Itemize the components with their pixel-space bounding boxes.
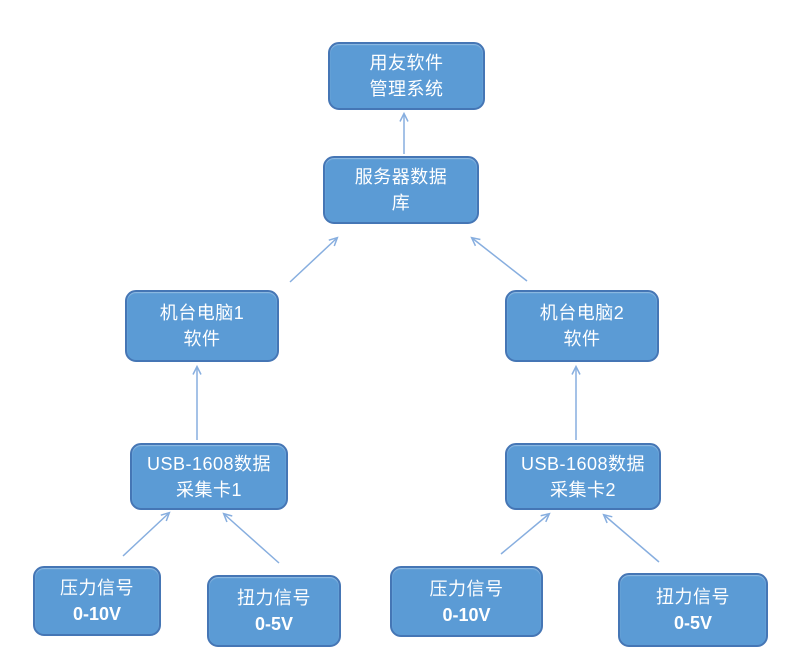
node-daq-card1: USB-1608数据采集卡1 [130, 443, 288, 510]
node-label-line: 压力信号 [429, 578, 504, 599]
arrow-pressure-signal1-to-daq-card1 [122, 511, 171, 557]
node-yonyou-system: 用友软件管理系统 [328, 42, 485, 110]
node-machine-pc1: 机台电脑1 软件 [125, 290, 279, 362]
node-label-line: 用友软件 [369, 53, 444, 73]
node-label-line: 库 [391, 193, 411, 213]
node-machine-pc2: 机台电脑2 软件 [505, 290, 659, 362]
node-torque-signal1: 扭力信号 0-5V [207, 575, 341, 647]
node-label-line: 扭力信号 [237, 588, 311, 608]
node-server-database: 服务器数据库 [323, 156, 479, 224]
node-torque-signal2: 扭力信号 0-5V [618, 573, 768, 647]
node-label-line: 机台电脑2 [539, 303, 625, 323]
node-label-line: 软件 [183, 329, 221, 349]
node-label-line: 压力信号 [60, 578, 134, 598]
node-label-line: 机台电脑1 [159, 303, 245, 323]
node-label-line: 0-10V [442, 604, 491, 625]
arrow-torque-signal2-to-daq-card2 [602, 513, 660, 563]
node-label-line: 扭力信号 [656, 587, 730, 607]
arrow-torque-signal1-to-daq-card1 [222, 512, 280, 564]
arrow-pressure-signal2-to-daq-card2 [500, 512, 551, 555]
node-label-line: USB-1608数据 [520, 453, 646, 474]
node-label-line: 0-5V [254, 614, 294, 634]
node-pressure-signal1: 压力信号 0-10V [33, 566, 161, 636]
node-pressure-signal2: 压力信号 0-10V [390, 566, 543, 637]
node-label-line: 服务器数据 [354, 167, 448, 187]
node-label-line: 采集卡2 [549, 479, 616, 500]
arrow-machine-pc1-to-server-database [289, 236, 339, 283]
node-daq-card2: USB-1608数据采集卡2 [505, 443, 661, 510]
node-label-line: 软件 [563, 329, 601, 349]
node-label-line: 0-10V [72, 604, 122, 624]
node-label-line: 采集卡1 [175, 479, 242, 500]
node-label-line: 管理系统 [369, 79, 444, 99]
arrow-machine-pc2-to-server-database [470, 236, 528, 282]
node-label-line: USB-1608数据 [146, 453, 272, 474]
node-label-line: 0-5V [673, 613, 713, 633]
